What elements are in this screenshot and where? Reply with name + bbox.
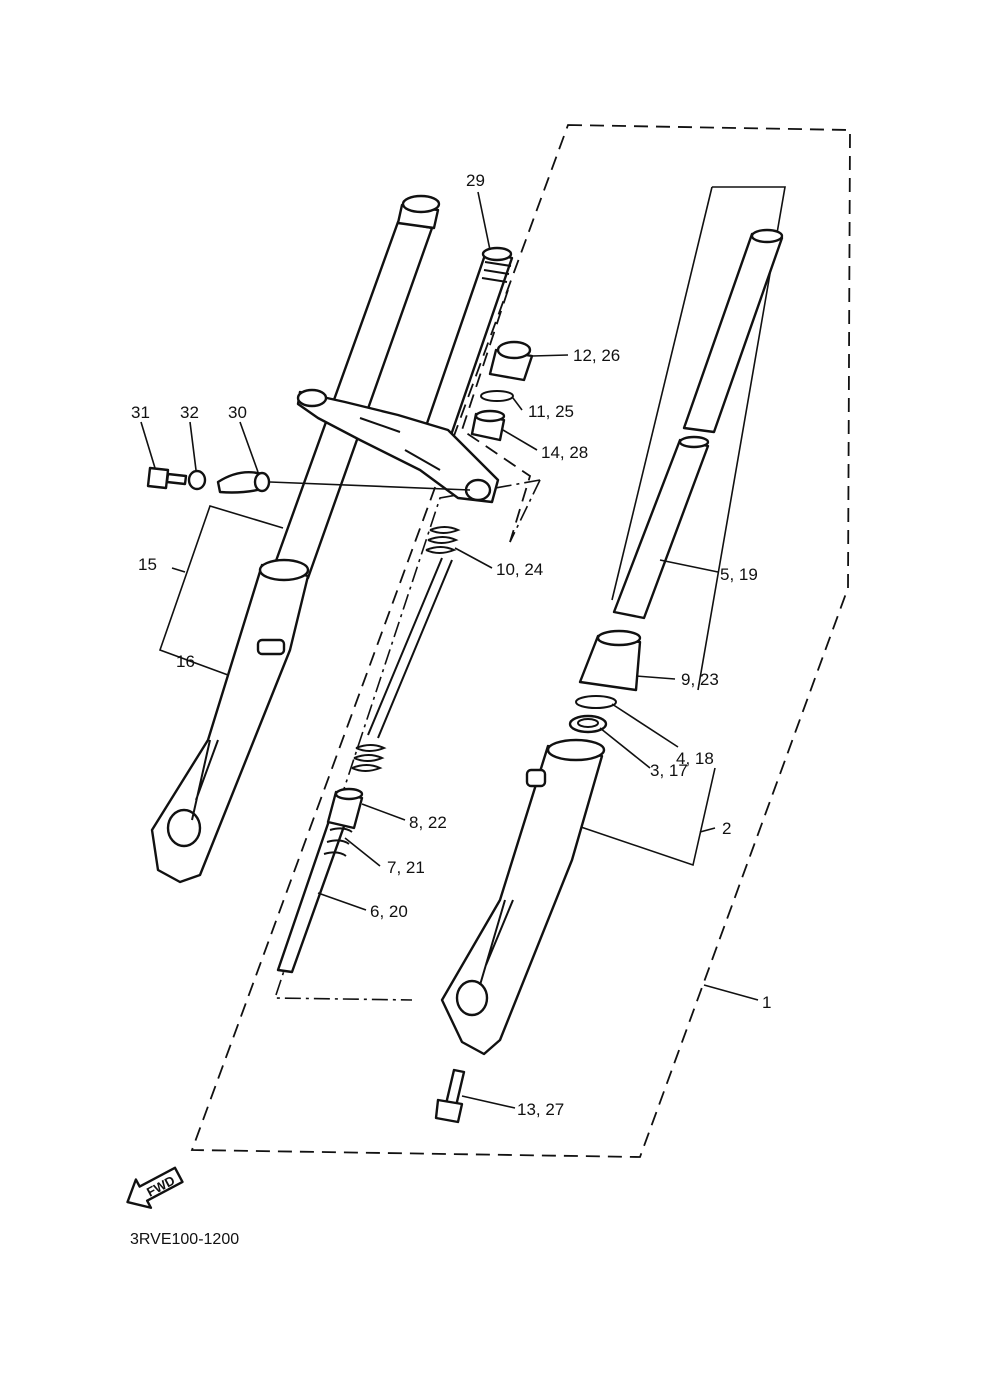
callout-4-18: 4, 18 xyxy=(676,749,714,768)
callout-8-22: 8, 22 xyxy=(409,813,447,832)
callout-29: 29 xyxy=(466,171,485,190)
upper-tube-5-top xyxy=(750,228,784,244)
cap-bolt-12-head xyxy=(496,340,532,360)
callout-31: 31 xyxy=(131,403,150,422)
leader-11 xyxy=(512,397,523,411)
callout-32: 32 xyxy=(180,403,199,422)
callout-7-21: 7, 21 xyxy=(387,858,425,877)
callout-1: 1 xyxy=(762,993,771,1012)
oil-seal-3 xyxy=(568,714,608,734)
lower-tube-19-top xyxy=(678,435,710,449)
callout-3-17: 3, 17 xyxy=(650,761,688,780)
callout-13-27: 13, 27 xyxy=(517,1100,564,1119)
leader-3 xyxy=(599,727,651,769)
callout-16: 16 xyxy=(176,652,195,671)
tube-bracket-left xyxy=(611,186,713,601)
callout-5-19: 5, 19 xyxy=(720,565,758,584)
stem-thread-top xyxy=(481,246,513,262)
tube-bracket xyxy=(697,186,786,691)
lower-tube-19 xyxy=(612,438,710,620)
callout-6-20: 6, 20 xyxy=(370,902,408,921)
damper-group-boundary-2 xyxy=(509,479,541,543)
leader-4 xyxy=(611,703,679,748)
right-outer-web xyxy=(479,899,514,986)
bolt-31-shank xyxy=(165,472,188,486)
bracket-15-16 xyxy=(158,505,284,676)
fork-spring-bottom xyxy=(351,744,387,772)
leader-5 xyxy=(659,559,719,573)
bracket-left-boss xyxy=(296,388,328,408)
bolt-31 xyxy=(146,466,170,490)
oil-seal-3-inner xyxy=(577,718,599,728)
assembly-boundary xyxy=(190,124,851,1158)
leader-32 xyxy=(189,421,197,471)
o-ring-11 xyxy=(480,390,514,402)
fork-spring-body xyxy=(367,557,453,739)
leader-30 xyxy=(239,421,259,473)
diagram-code: 3RVE100-1200 xyxy=(130,1231,239,1248)
leader-7 xyxy=(344,837,381,867)
left-axle-boss xyxy=(166,808,202,848)
upper-tube-5 xyxy=(682,232,784,434)
leader-30-bracket xyxy=(269,481,471,491)
piston-ring-top xyxy=(334,787,364,801)
left-outer-web xyxy=(191,739,219,821)
clip-4 xyxy=(575,695,617,709)
leader-1 xyxy=(703,984,759,1001)
dust-seal-9-top xyxy=(596,629,642,647)
left-inner-tube xyxy=(270,220,434,580)
callout-11-25: 11, 25 xyxy=(528,402,574,421)
bracket-detail xyxy=(359,417,441,471)
bracket-2 xyxy=(574,767,716,867)
damper-rod xyxy=(276,810,350,974)
right-axle-boss xyxy=(455,979,489,1017)
callout-2: 2 xyxy=(722,819,731,838)
cap-group-boundary xyxy=(460,289,532,543)
spacer-14-top xyxy=(474,409,506,423)
leader-8 xyxy=(361,803,406,821)
left-outer-tab xyxy=(256,638,286,656)
callout-14-28: 14, 28 xyxy=(541,443,588,462)
right-outer-tab xyxy=(525,768,547,788)
leader-31 xyxy=(140,421,156,469)
fwd-label: FWD xyxy=(144,1173,177,1200)
leader-13 xyxy=(461,1095,516,1109)
right-outer-top xyxy=(546,738,606,762)
callout-10-24: 10, 24 xyxy=(496,560,543,579)
leader-9 xyxy=(635,675,676,680)
clamp-30-ring xyxy=(253,471,271,493)
washer-32 xyxy=(187,469,207,491)
callout-15: 15 xyxy=(138,555,157,574)
left-cap-top xyxy=(401,194,441,214)
fwd-arrow-icon: FWD xyxy=(126,1166,184,1209)
leader-14 xyxy=(502,429,538,451)
leader-12 xyxy=(531,354,569,357)
stem-thread xyxy=(481,261,512,283)
leader-6 xyxy=(317,892,367,911)
leader-29 xyxy=(477,191,491,251)
callout-12-26: 12, 26 xyxy=(573,346,620,365)
callout-9-23: 9, 23 xyxy=(681,670,719,689)
leader-10 xyxy=(454,547,493,569)
bracket-15-tick xyxy=(171,567,186,573)
callout-30: 30 xyxy=(228,403,247,422)
fork-spring-top xyxy=(425,526,461,554)
drain-bolt-13-head xyxy=(434,1098,464,1124)
left-outer-collar xyxy=(258,558,310,582)
bracket-2-tick xyxy=(699,827,716,833)
